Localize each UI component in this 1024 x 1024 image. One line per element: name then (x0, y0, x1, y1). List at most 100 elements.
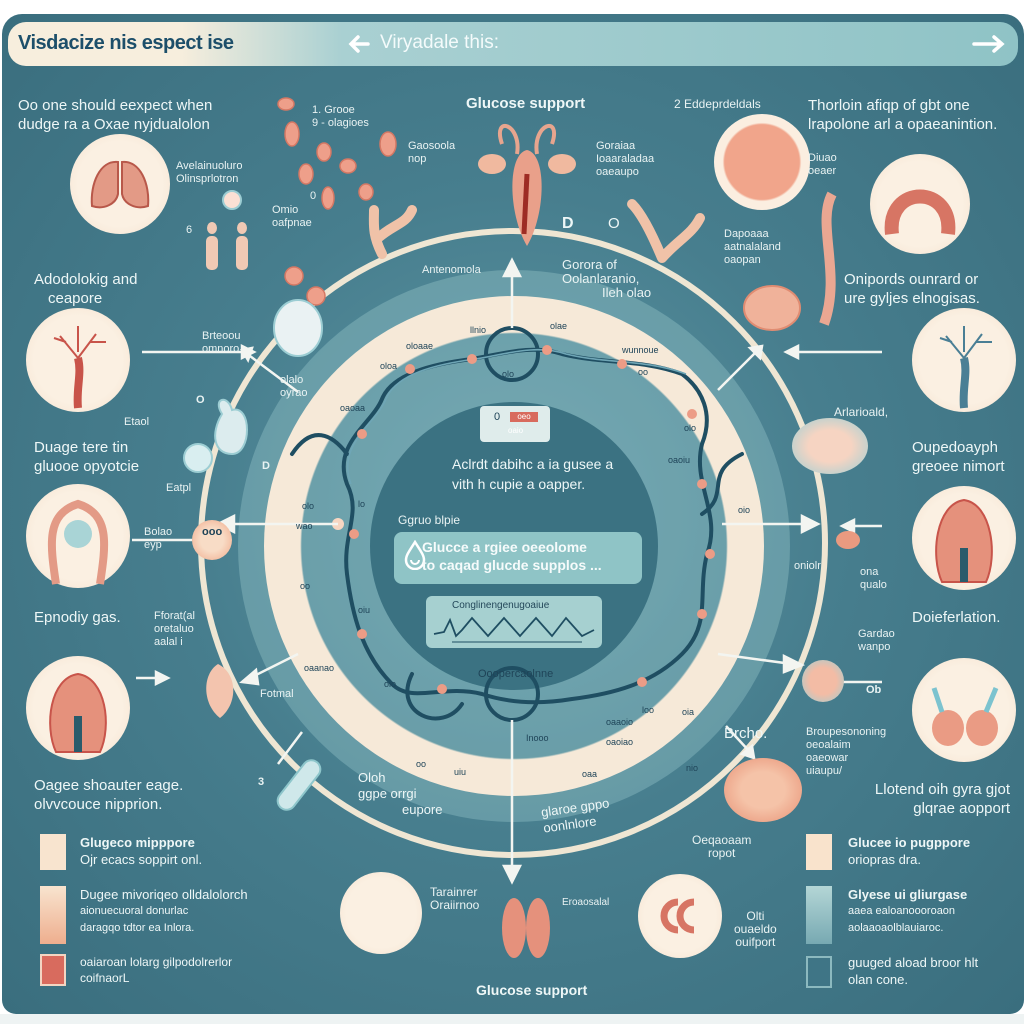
uterus-illustration (26, 484, 130, 588)
right-note-line-2: oeoalaim (806, 739, 851, 751)
gland-left-label-line-2: nop (408, 153, 427, 165)
legend-right-item-2: Glyese ui gliurgase aaea ealoanoooroaon … (848, 886, 967, 937)
node-label: oo (638, 367, 649, 377)
left-section-3-heading: Epnodiy gas. (34, 609, 121, 626)
double-c-icon (660, 898, 695, 934)
far-right-label-line-2: ouaeldo (734, 922, 777, 936)
body-label-line-1: Brteoou (202, 330, 241, 342)
far-right-label-line-1: Olti (746, 909, 765, 923)
formal-label: Fotmal (260, 688, 294, 700)
legend-left-item-2: Dugee mivoriqeo olldalolorch aionuecuora… (80, 886, 248, 937)
ring-top-right-line-1: Gorora of (562, 257, 617, 272)
horseshoe-organ-icon (884, 189, 956, 235)
ring-bottom-left-line-3: eupore (402, 802, 443, 817)
cell-label-line-2: oafpnae (272, 217, 312, 229)
pill-caption: Bolao eyp (144, 526, 172, 552)
ring-left-label: olalo oyrao (280, 374, 308, 400)
right-pill-caption-line-1: ona (860, 566, 879, 578)
bottom-left-organ-illustration (340, 872, 422, 954)
body-label: Brteoou omnoro (202, 330, 241, 356)
node-label: olo (502, 369, 515, 379)
node-label: oiu (358, 605, 371, 615)
far-right-label-line-3: ouifport (735, 935, 776, 949)
waveform-line (433, 616, 595, 643)
node-label: oia (682, 707, 695, 717)
uterus-top-icon (478, 123, 576, 246)
right-cell-marker (802, 660, 844, 702)
legend-swatch-cream-right (806, 834, 832, 870)
badge-zero: 0 (494, 411, 501, 423)
legend-left-item-1-line-1: Glugeco mipppore (80, 835, 195, 850)
legend-right-item-2-line-3: aolaaoaolblauiaroc. (848, 922, 944, 934)
cells-label-line-1: 1. Grooe (312, 104, 355, 116)
legend-right-item-1-line-1: Glucee io pugppore (848, 835, 971, 850)
legend-swatch-cream (40, 834, 66, 870)
gland-left-label: Gaosoola nop (408, 140, 455, 166)
info-box (394, 532, 642, 584)
legend-swatch-dark-right (806, 956, 832, 988)
tissue-label: Diuao oeaer (808, 152, 837, 178)
tissue-label-line-2: oeaer (808, 165, 837, 177)
right-mid-label-line-1: Dapoaaa (724, 228, 769, 240)
bottom-right-circle-label-line-2: ropot (708, 846, 736, 860)
header-nav-label: Viryadale this: (380, 32, 499, 53)
legend-left-item-1-line-2: Ojr ecacs soppirt onl. (80, 852, 203, 867)
node-label: olo (302, 501, 315, 511)
gland-left-label-line-1: Gaosoola (408, 140, 456, 152)
right-organ-bottom (724, 758, 802, 822)
badge-red-label: oeo (510, 412, 538, 422)
legend-left-item-3-line-2: coifnaorL (80, 971, 130, 985)
lungs-label-line-1: Avelainuoluro (176, 160, 243, 172)
bottom-right-circle-label-line-1: Oeqaoaam (692, 833, 752, 847)
right-section-4-line-2: glqrae aopport (913, 800, 1010, 817)
ring-top-left-label: Antenomola (422, 264, 481, 276)
node-label: loo (642, 705, 655, 715)
pill-caption-line-1: Bolao (144, 526, 173, 538)
blue-vessel-tree-icon (939, 326, 992, 409)
horseshoe-organ-illustration (870, 154, 970, 254)
ring-bottom-left-label: Oloh ggpe orrgi eupore (358, 770, 442, 818)
kidney-label: Arlarioald, (834, 405, 889, 419)
legend-left-item-3: oaiaroan lolarg gilpodolrerlor coifnaorL (80, 954, 232, 986)
pill-caption-line-2: eyp (144, 539, 162, 551)
left-section-4-line-2: olvvcouce nipprion. (34, 796, 163, 813)
legend-swatch-red (40, 954, 66, 986)
marker-o-top: O (608, 215, 620, 232)
left-section-1-heading: Adodolokig and ceapore (34, 270, 137, 308)
ring-top-right-label: Gorora of Oolanlaranio, Ileh olao (562, 258, 651, 300)
cell-label-line-1: Omio (272, 204, 299, 216)
info-text: Glucce a rgiee oeeolome to caqad glucde … (422, 538, 602, 574)
right-mid-label-line-3: oaopan (724, 254, 761, 266)
stone-label-line-2: oretaluo (154, 623, 194, 635)
right-mid-label-line-2: aatnalaland (724, 241, 781, 253)
node-label: oaa (582, 769, 598, 779)
stone-label-line-1: Fforat(al (154, 610, 195, 622)
badge-sub-label: oaio (508, 426, 524, 435)
left-section-4-heading: Oagee shoauter eage. olvvcouce nipprion. (34, 776, 183, 814)
right-note-line-1: Broupesononing (806, 726, 887, 738)
bottom-center-heading: Glucose support (476, 982, 588, 998)
top-left-heading-line-2: dudge ra a Oxae nyjdualolon (18, 116, 210, 133)
bottom-left-label-line-1: Tarainrer (430, 885, 478, 899)
center-main-line-2: vith h cupie a oapper. (452, 476, 586, 492)
legend-right-item-3-line-1: guuged aload broor hlt (848, 955, 979, 970)
db-label: Ob (866, 684, 882, 696)
gland-right-label-line-2: Ioaaraladaa (596, 153, 655, 165)
top-center-heading: Glucose support (466, 95, 586, 112)
header-bar: Visdacize nis espect ise Viryadale this: (8, 22, 1018, 66)
arrow-right-icon[interactable] (972, 35, 1006, 53)
legend-swatch-peach (40, 886, 66, 944)
cable-nodes (332, 345, 715, 694)
node-label: oaoaa (340, 403, 366, 413)
arrow-left-icon[interactable] (348, 35, 370, 53)
kidney-cell-illustration (792, 418, 868, 474)
kidney-section-icon (935, 498, 993, 583)
kidney-section-illustration (912, 486, 1016, 590)
stone-label: Fforat(al oretaluo aalal i (154, 610, 195, 649)
node-label: uiu (454, 767, 467, 777)
left-section-4-line-1: Oagee shoauter eage. (34, 777, 184, 794)
pancreas-illustration (26, 656, 130, 760)
center-main-text: Aclrdt dabihc a ia gusee a vith h cupie … (452, 454, 613, 494)
node-label: oloaae (406, 341, 434, 351)
body-label-line-2: omnoro (202, 343, 240, 355)
